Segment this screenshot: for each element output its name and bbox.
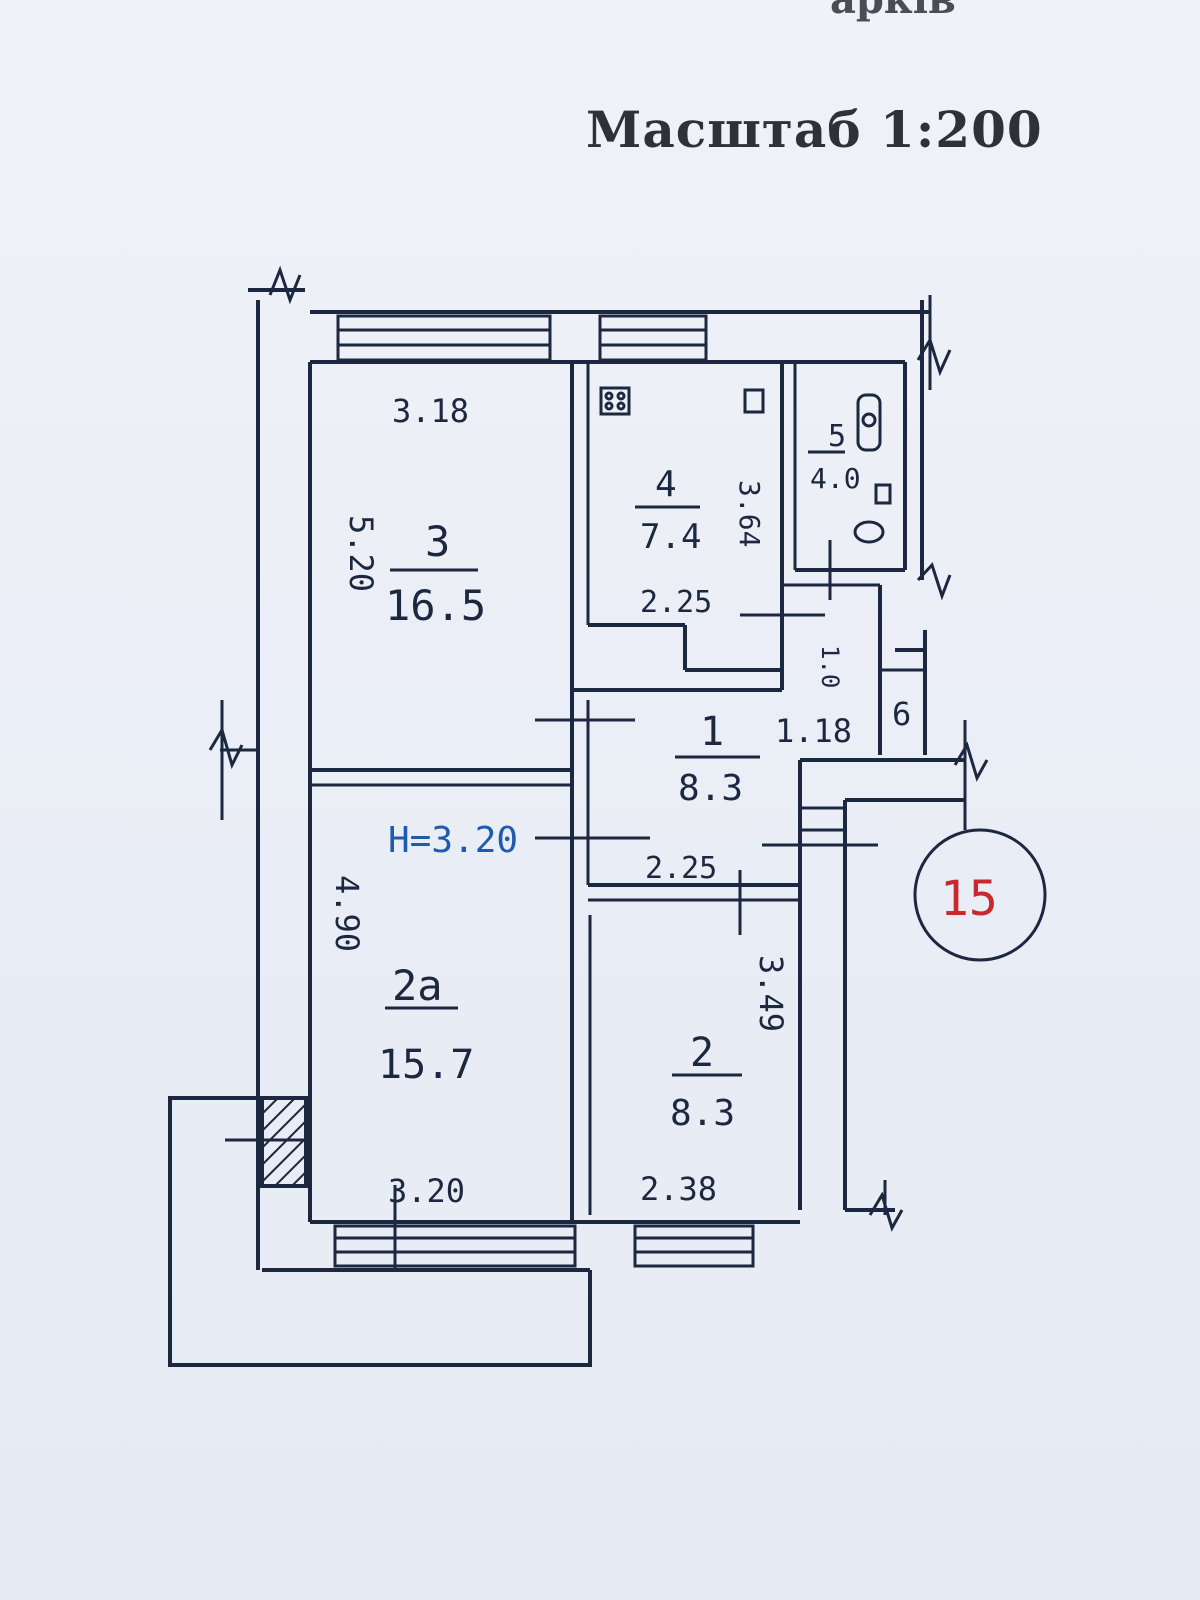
washbasin-icon <box>874 483 892 505</box>
room-4-number: 4 <box>655 464 677 505</box>
dim-room1-bottom: 2.25 <box>645 851 717 886</box>
room-3-area: 16.5 <box>385 581 486 630</box>
room-2-area: 8.3 <box>670 1093 735 1134</box>
window-top-right <box>598 314 708 362</box>
sink-icon <box>743 388 765 414</box>
room-5-area: 4.0 <box>810 462 861 495</box>
hatched-column <box>260 1096 308 1188</box>
ceiling-height-note: H=3.20 <box>388 820 518 861</box>
room-2a-area: 15.7 <box>378 1042 474 1088</box>
kitchen-fixtures <box>599 386 765 416</box>
bathtub-icon <box>856 393 882 452</box>
apartment-number: 15 <box>940 871 998 927</box>
room-3-number: 3 <box>425 517 450 566</box>
dim-room2-bottom: 2.38 <box>640 1170 717 1208</box>
room-1-area: 8.3 <box>678 768 743 809</box>
cropped-header-text: арків <box>830 0 956 23</box>
dim-room4-bottom: 2.25 <box>640 585 712 620</box>
dim-room4-side: 3.64 <box>733 480 766 547</box>
window-bottom-left <box>333 1224 577 1268</box>
bathroom-fixtures <box>853 393 892 544</box>
toilet-icon <box>853 520 885 544</box>
dim-corridor-width: 1.18 <box>775 712 852 750</box>
dim-room2-side: 3.49 <box>752 955 790 1032</box>
window-bottom-right <box>633 1224 755 1268</box>
walls <box>168 265 989 1367</box>
window-top-left <box>336 314 552 362</box>
room-4-area: 7.4 <box>640 517 701 557</box>
stove-icon <box>599 386 631 416</box>
dim-corridor-small: 1.0 <box>816 645 844 688</box>
room-1-number: 1 <box>700 709 724 755</box>
dim-room3-top: 3.18 <box>392 392 469 430</box>
scale-label: Масштаб 1:200 <box>586 100 1043 159</box>
dim-room2a-side: 4.90 <box>328 875 366 952</box>
room-2-number: 2 <box>690 1030 714 1076</box>
apartment-stamp-circle <box>913 828 1047 962</box>
balcony-outline <box>168 1096 592 1367</box>
dim-room3-side: 5.20 <box>342 515 380 592</box>
room-2a-number: 2а <box>392 961 443 1010</box>
dim-room2a-bottom: 3.20 <box>388 1172 465 1210</box>
room-5-number: 5 <box>828 419 846 454</box>
room-6-number: 6 <box>892 695 911 733</box>
